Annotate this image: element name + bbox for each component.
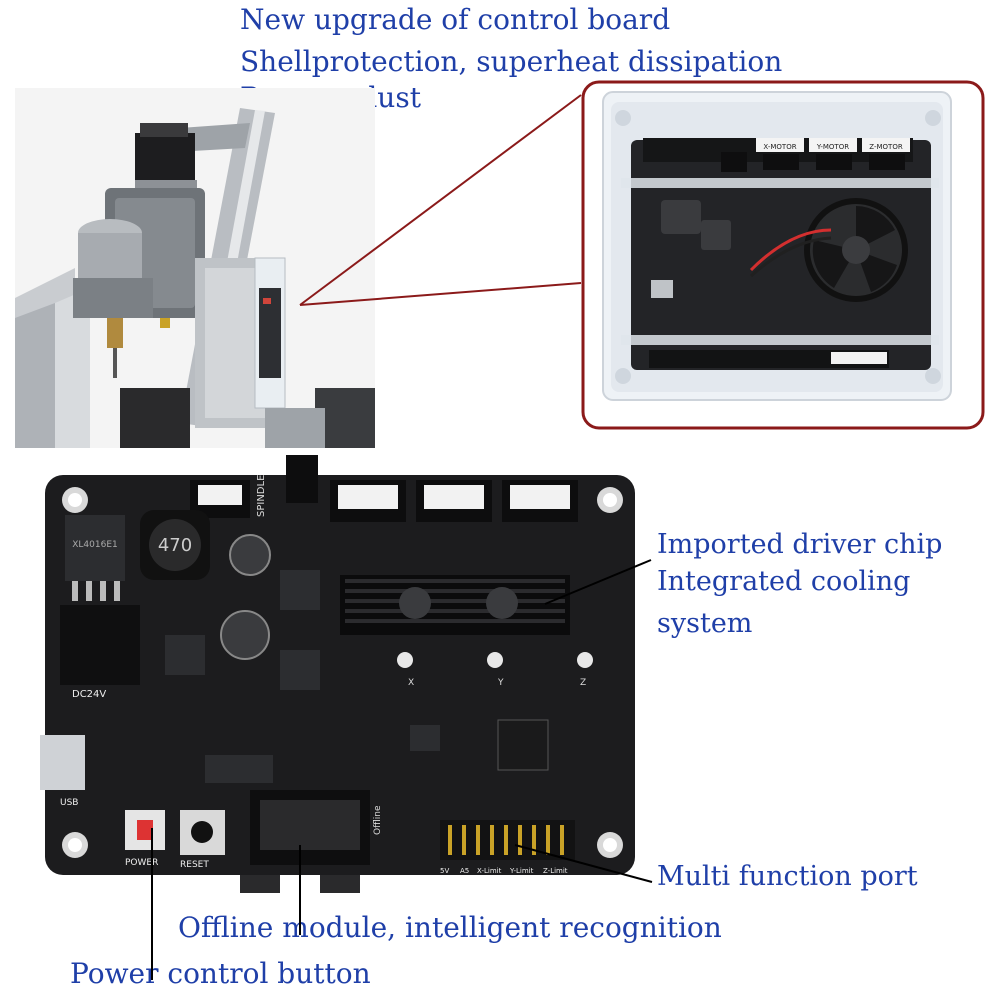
board-label-inductor: 470 xyxy=(158,535,192,556)
caption-offline-module: Offline module, intelligent recognition xyxy=(178,911,722,944)
board-label-chip: XL4016E1 xyxy=(72,540,118,550)
case-label-y-motor: Y-MOTOR xyxy=(816,143,849,151)
board-label-offline: Offline xyxy=(373,805,383,835)
caption-multi-function-port: Multi function port xyxy=(657,861,918,892)
caption-system: system xyxy=(657,608,753,639)
board-label-reset: RESET xyxy=(180,860,209,870)
board-label-usb: USB xyxy=(60,798,78,808)
board-label-z-pot: Z xyxy=(580,678,586,688)
caption-new-upgrade: New upgrade of control board xyxy=(240,3,671,36)
board-label-a5: A5 xyxy=(460,867,469,875)
board-label-x-limit: X-Limit xyxy=(477,867,502,875)
board-label-spindle: SPINDLE xyxy=(256,475,267,517)
cnc-machine-photo xyxy=(15,88,375,448)
board-label-z-limit: Z-Limit xyxy=(543,867,568,875)
board-label-x-pot: X xyxy=(408,678,414,688)
caption-integrated-cooling: Integrated cooling xyxy=(657,566,911,597)
enclosure-photo: X-MOTOR Y-MOTOR Z-MOTOR xyxy=(581,80,985,430)
caption-shell-protection: Shellprotection, superheat dissipation xyxy=(240,45,783,78)
caption-power-button: Power control button xyxy=(70,957,371,990)
control-board-photo: SPINDLE XL4016E1 470 DC24V X Y Z USB POW… xyxy=(40,455,635,893)
board-label-5v: 5V xyxy=(440,867,449,875)
board-label-power: POWER xyxy=(125,858,158,868)
case-label-z-motor: Z-MOTOR xyxy=(869,143,903,151)
board-label-y-pot: Y xyxy=(497,678,504,688)
board-label-y-limit: Y-Limit xyxy=(509,867,534,875)
board-label-dc: DC24V xyxy=(72,689,106,700)
case-label-x-motor: X-MOTOR xyxy=(763,143,796,151)
caption-driver-chip: Imported driver chip xyxy=(657,529,943,560)
